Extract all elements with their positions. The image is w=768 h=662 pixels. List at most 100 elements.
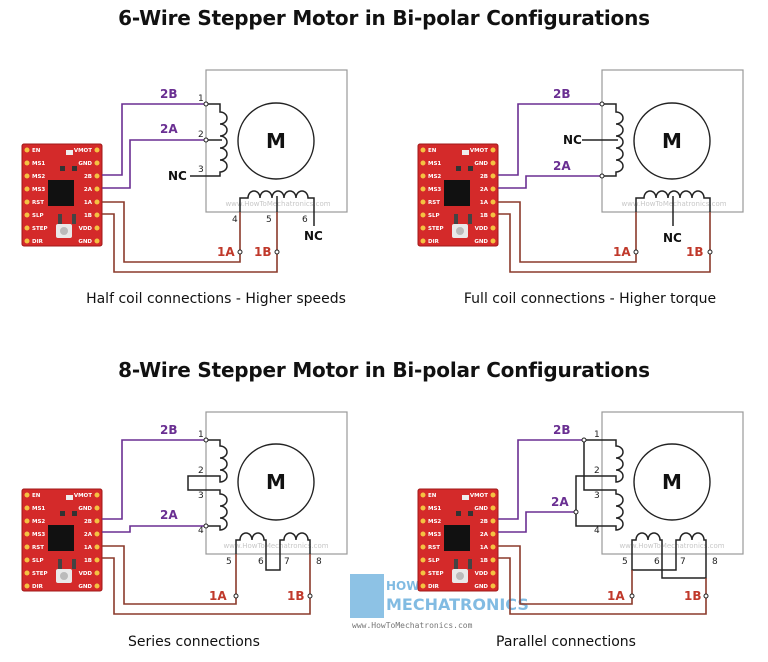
- label-2a: 2A: [553, 159, 571, 173]
- driver-pin-label: RST: [32, 545, 44, 551]
- caption-series: Series connections: [128, 634, 260, 650]
- driver-pin-label: MS2: [428, 519, 441, 525]
- driver-pin-label: GND: [474, 584, 488, 590]
- driver-pin-label: VDD: [475, 226, 489, 232]
- driver-pin-label: GND: [78, 161, 92, 167]
- driver-pin-label: DIR: [32, 239, 44, 245]
- driver-pin-label: STEP: [32, 226, 48, 232]
- diagram-full-coil: M www.HowToMechatronics.com 2B 2A NC 1A …: [417, 69, 744, 273]
- driver-pin-label: SLP: [428, 558, 440, 564]
- motor-label: M: [662, 470, 682, 494]
- driver-pin-label: 2B: [84, 174, 92, 180]
- label-1b: 1B: [686, 245, 704, 259]
- driver-pin-label: STEP: [428, 226, 444, 232]
- driver-pin-label: 2A: [480, 532, 489, 538]
- logo-watermark: HOW TO MECHATRONICS www.HowToMechatronic…: [350, 574, 529, 630]
- motor-label: M: [662, 129, 682, 153]
- driver-pin-labels: ENMS1MS2MS3RSTSLPSTEPDIRVMOTGND2B2A1A1BV…: [32, 148, 489, 590]
- driver-pin-label: DIR: [32, 584, 44, 590]
- driver-pin-label: MS2: [32, 174, 45, 180]
- label-nc: NC: [663, 231, 682, 245]
- label-2b: 2B: [553, 87, 571, 101]
- motor-label: M: [266, 129, 286, 153]
- pin-number: 5: [622, 557, 628, 567]
- driver-pin-label: SLP: [32, 558, 44, 564]
- pin-number: 4: [232, 215, 238, 225]
- label-2a: 2A: [160, 508, 178, 522]
- pin-number: 4: [594, 526, 600, 536]
- driver-pin-label: RST: [428, 545, 440, 551]
- driver-pin-label: MS3: [32, 532, 45, 538]
- driver-pin-label: STEP: [32, 571, 48, 577]
- label-2a: 2A: [551, 495, 569, 509]
- pin-number: 4: [198, 526, 204, 536]
- pin-number: 2: [594, 466, 600, 476]
- driver-pin-label: 2A: [84, 532, 93, 538]
- driver-pin-label: 2B: [480, 519, 488, 525]
- driver-pin-label: MS1: [32, 506, 45, 512]
- driver-pin-label: 2B: [480, 174, 488, 180]
- driver-pin-label: EN: [428, 493, 437, 499]
- pin-number: 3: [198, 165, 204, 175]
- driver-pin-label: VMOT: [470, 148, 488, 154]
- pin-number: 6: [654, 557, 660, 567]
- motor-housing: [601, 411, 744, 555]
- driver-pin-label: MS1: [32, 161, 45, 167]
- logo-text-bottom: MECHATRONICS: [386, 595, 529, 614]
- driver-pin-label: MS3: [428, 532, 441, 538]
- caption-parallel: Parallel connections: [496, 634, 636, 650]
- driver-pin-label: RST: [32, 200, 44, 206]
- pin-number: 2: [198, 130, 204, 140]
- driver-pin-label: 1B: [84, 213, 92, 219]
- pin-number: 7: [680, 557, 686, 567]
- caption-full-coil: Full coil connections - Higher torque: [463, 291, 717, 307]
- label-2a: 2A: [160, 122, 178, 136]
- driver-pin-label: VDD: [79, 226, 93, 232]
- driver-pin-label: VMOT: [470, 493, 488, 499]
- label-nc: NC: [168, 169, 187, 183]
- motor-rotor: [237, 102, 315, 180]
- diagram-series: M www.HowToMechatronics.com 1 2 3 4 5 6 …: [21, 411, 348, 615]
- diagram-half-coil: M www.HowToMechatronics.com 1 2 3 4 5 6 …: [21, 69, 348, 273]
- driver-pin-label: EN: [32, 493, 41, 499]
- driver-pin-label: GND: [474, 161, 488, 167]
- driver-pin-label: MS3: [428, 187, 441, 193]
- label-2b: 2B: [553, 423, 571, 437]
- pin-number: 8: [316, 557, 322, 567]
- driver-pin-label: VMOT: [74, 493, 92, 499]
- driver-pin-label: VMOT: [74, 148, 92, 154]
- driver-pin-label: MS2: [32, 519, 45, 525]
- label-1a: 1A: [613, 245, 631, 259]
- driver-pin-label: 1A: [84, 200, 93, 206]
- title-8-wire: 8-Wire Stepper Motor in Bi-polar Configu…: [118, 358, 650, 382]
- motor-rotor: [237, 443, 315, 521]
- driver-pin-label: 2B: [84, 519, 92, 525]
- driver-pin-label: MS2: [428, 174, 441, 180]
- driver-pin-label: GND: [474, 239, 488, 245]
- watermark-site: www.HowToMechatronics.com: [223, 542, 328, 550]
- motor-rotor: [633, 102, 711, 180]
- driver-pin-label: 2A: [84, 187, 93, 193]
- label-2b: 2B: [160, 87, 178, 101]
- label-nc: NC: [563, 133, 582, 147]
- driver-pin-label: MS3: [32, 187, 45, 193]
- motor-rotor: [633, 443, 711, 521]
- driver-pin-label: MS1: [428, 506, 441, 512]
- driver-pin-label: DIR: [428, 584, 440, 590]
- pin-number: 1: [198, 430, 204, 440]
- watermark-site: www.HowToMechatronics.com: [619, 542, 724, 550]
- driver-pin-label: 1A: [480, 545, 489, 551]
- caption-half-coil: Half coil connections - Higher speeds: [86, 291, 346, 307]
- driver-pin-label: 1A: [480, 200, 489, 206]
- driver-pin-label: DIR: [428, 239, 440, 245]
- pin-number: 1: [594, 430, 600, 440]
- watermark-site: www.HowToMechatronics.com: [225, 200, 330, 208]
- label-1a: 1A: [209, 589, 227, 603]
- pin-number: 1: [198, 94, 204, 104]
- label-1b: 1B: [287, 589, 305, 603]
- driver-pin-label: VDD: [475, 571, 489, 577]
- driver-pin-label: RST: [428, 200, 440, 206]
- driver-pin-label: 2A: [480, 187, 489, 193]
- pin-number: 5: [266, 215, 272, 225]
